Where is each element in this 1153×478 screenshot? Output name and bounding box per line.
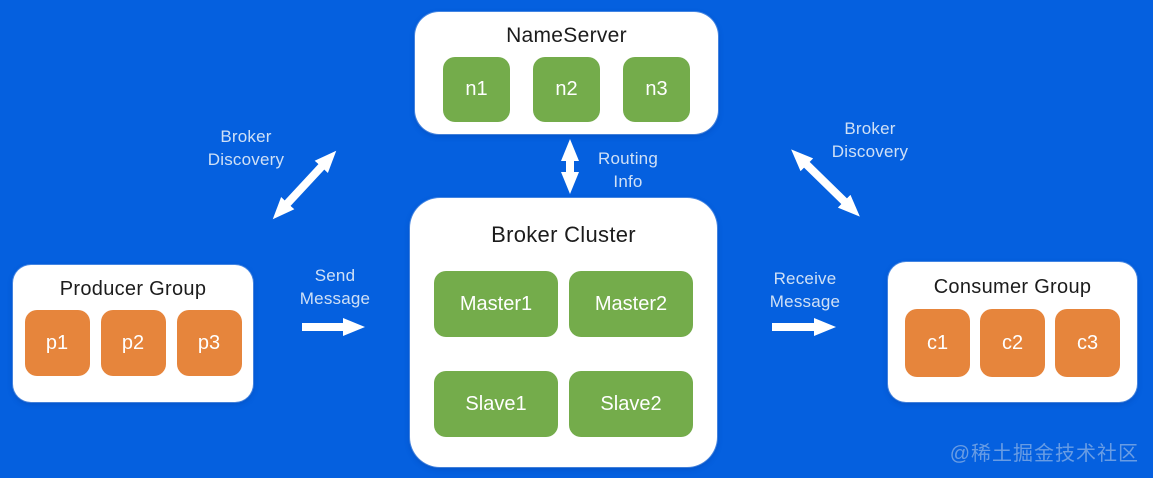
broker-discovery-right-arrow: [791, 149, 860, 217]
consumer-node-c1: c1: [905, 309, 970, 377]
producer-node-p1: p1: [24, 310, 90, 376]
producer-group-panel: Producer Group p1 p2 p3: [13, 265, 253, 402]
nameserver-node-n1: n1: [443, 57, 510, 122]
send-message-label: Send Message: [299, 266, 371, 308]
consumer-node-c3: c3: [1055, 309, 1120, 377]
producer-node-p2: p2: [100, 310, 166, 376]
nameserver-node-n2: n2: [533, 57, 600, 122]
nameserver-node-n3: n3: [623, 57, 690, 122]
nameserver-panel: NameServer n1 n2 n3: [415, 12, 718, 134]
producer-node-row: p1 p2 p3: [13, 310, 253, 376]
nameserver-title: NameServer: [506, 24, 627, 47]
consumer-group-panel: Consumer Group c1 c2 c3: [888, 262, 1137, 402]
broker-node-slave1: Slave1: [434, 371, 558, 437]
broker-cluster-title: Broker Cluster: [491, 222, 636, 247]
routing-info-label: Routing Info: [598, 149, 658, 191]
watermark-text: @稀土掘金技术社区: [949, 443, 1139, 465]
consumer-group-title: Consumer Group: [933, 276, 1092, 298]
broker-node-slave2: Slave2: [569, 371, 693, 437]
nameserver-node-row: n1 n2 n3: [415, 57, 718, 122]
broker-discovery-left-label: Broker Discovery: [207, 127, 285, 169]
broker-node-master2: Master2: [569, 271, 693, 337]
consumer-node-row: c1 c2 c3: [888, 309, 1137, 377]
producer-node-p3: p3: [176, 310, 242, 376]
broker-cluster-panel: Broker Cluster Master1 Master2 Slave1 Sl…: [410, 198, 717, 467]
consumer-node-c2: c2: [980, 309, 1045, 377]
broker-node-master1: Master1: [434, 271, 558, 337]
producer-group-title: Producer Group: [59, 278, 207, 300]
receive-message-label: Receive Message: [769, 269, 841, 311]
broker-cluster-node-grid: Master1 Master2 Slave1 Slave2: [410, 271, 717, 437]
broker-discovery-right-label: Broker Discovery: [831, 119, 909, 161]
